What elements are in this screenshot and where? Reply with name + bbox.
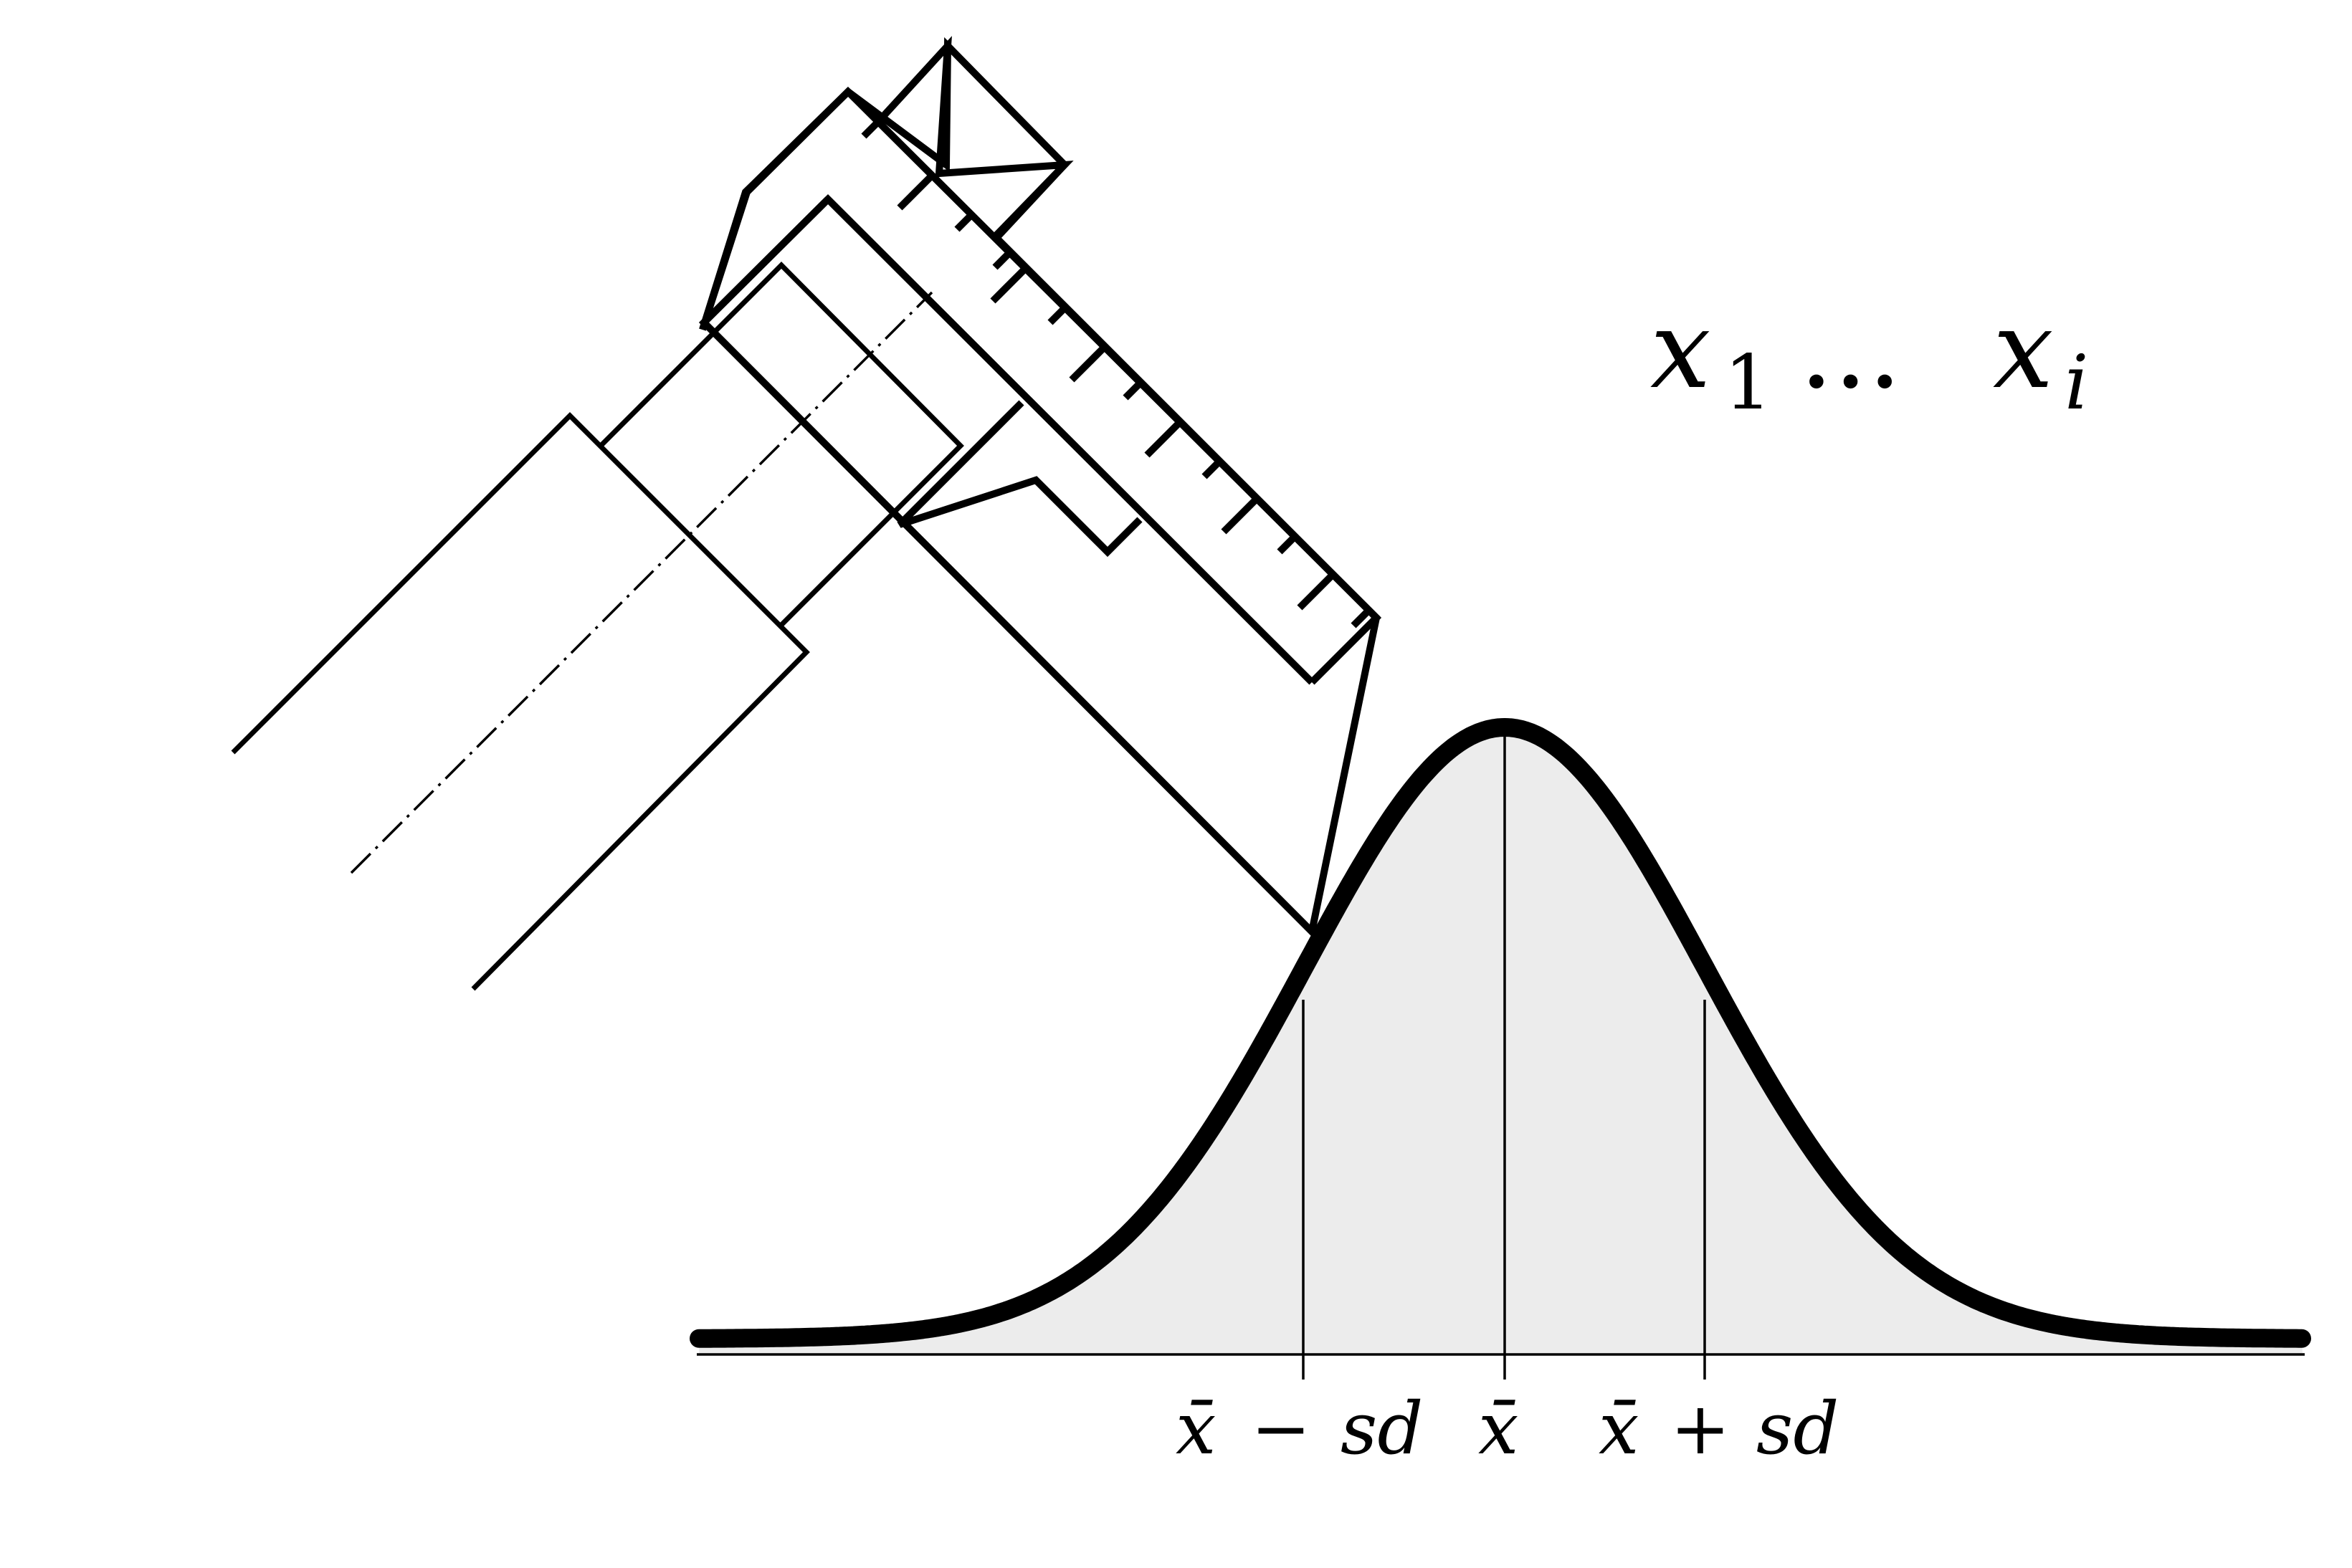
caliper-sliding-jaw: [897, 400, 1143, 558]
pipe-outer-outline: [231, 412, 810, 991]
caliper-lower-edge: [701, 193, 1315, 685]
label-mean-minus-sd: x̄ − sd: [1176, 1387, 1423, 1471]
label-mean-plus-sd: x̄ + sd: [1599, 1387, 1839, 1471]
label-mean-minus-sd-sd: sd: [1341, 1387, 1423, 1471]
label-mean-plus-sd-op: +: [1670, 1387, 1730, 1471]
sample-index-first: 1: [1724, 339, 1772, 426]
label-mean-minus-sd-op: −: [1251, 1387, 1311, 1471]
caliper-top-jaw: [875, 36, 1074, 238]
caliper-illustration: [231, 36, 1382, 991]
bell-curve: [690, 718, 2311, 1348]
pipe-inner-outline: [599, 262, 964, 627]
sample-index-last: i: [2065, 339, 2089, 426]
normal-distribution: [690, 718, 2311, 1380]
label-mean-plus-sd-sd: sd: [1756, 1387, 1839, 1471]
label-mean-minus-sd-xbar: x̄: [1176, 1387, 1216, 1471]
pipe-center-axis: [350, 291, 933, 874]
bell-area-fill: [699, 727, 2303, 1354]
caliper-upper-jaw: [699, 86, 1382, 685]
sample-var-last: x: [1993, 288, 2054, 413]
sample-dots: ...: [1799, 288, 1902, 413]
marker-labels: x̄ − sd x̄ x̄ + sd: [1176, 1387, 1839, 1471]
label-mean: x̄: [1478, 1387, 1518, 1471]
label-mean-plus-sd-xbar: x̄: [1599, 1387, 1639, 1471]
sample-label: x 1 ... x i: [1650, 288, 2089, 426]
sample-var-first: x: [1650, 288, 1711, 413]
label-mean-xbar: x̄: [1478, 1387, 1518, 1471]
caliper-scale-ticks: [861, 119, 1371, 628]
